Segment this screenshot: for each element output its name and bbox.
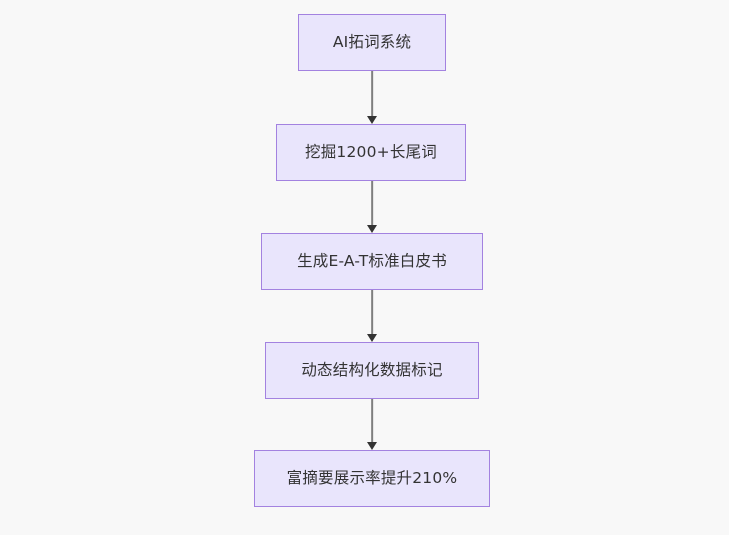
flow-node[interactable]: 生成E-A-T标准白皮书 (261, 233, 483, 290)
edge-line (371, 71, 373, 116)
flow-node[interactable]: 富摘要展示率提升210% (254, 450, 490, 507)
flow-node-label: 挖掘1200+长尾词 (305, 143, 437, 162)
flow-node-label: AI拓词系统 (332, 33, 412, 52)
flow-node-label: 动态结构化数据标记 (301, 361, 443, 380)
flow-node[interactable]: 挖掘1200+长尾词 (276, 124, 466, 181)
arrow-head-icon (367, 116, 377, 124)
arrow-head-icon (367, 334, 377, 342)
flow-node[interactable]: 动态结构化数据标记 (265, 342, 479, 399)
flow-node[interactable]: AI拓词系统 (298, 14, 446, 71)
arrow-head-icon (367, 225, 377, 233)
arrow-head-icon (367, 442, 377, 450)
flow-node-label: 生成E-A-T标准白皮书 (297, 252, 447, 271)
edge-line (371, 399, 373, 442)
flow-node-label: 富摘要展示率提升210% (286, 469, 458, 488)
edge-line (371, 290, 373, 334)
edge-line (371, 181, 373, 225)
